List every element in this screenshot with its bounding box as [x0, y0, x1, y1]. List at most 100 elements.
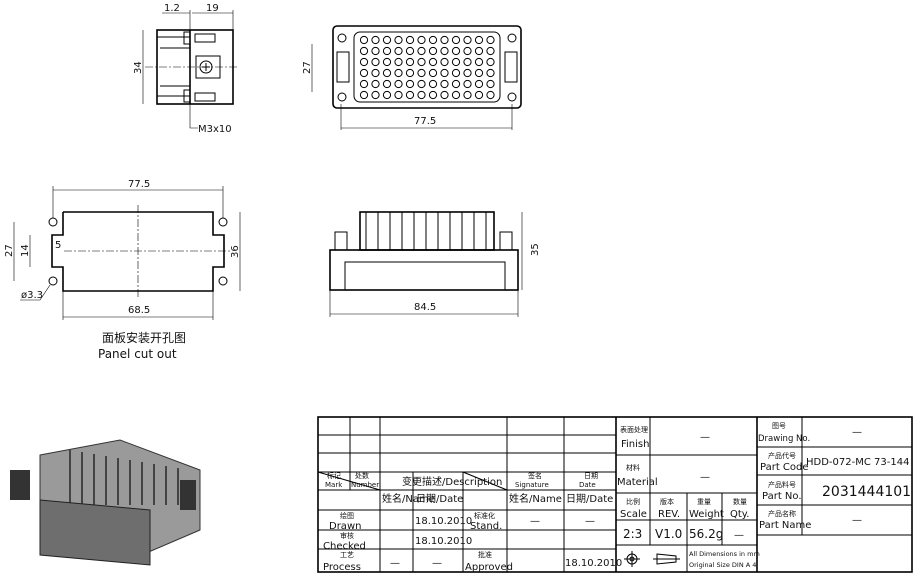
- contact-pin: [394, 79, 403, 89]
- contact-pin: [440, 57, 449, 67]
- cutout-dim-height: 36: [230, 245, 241, 258]
- contact-pin: [474, 57, 484, 67]
- contact-pin: [486, 35, 495, 45]
- title-block: 标记 Mark 处数 Number 变更描述/Description 签名 Si…: [317, 416, 913, 573]
- contact-pin: [440, 35, 449, 45]
- material-value: —: [700, 472, 710, 483]
- contact-pin: [463, 35, 472, 45]
- part-code-en: Part Code: [760, 462, 809, 473]
- weight-value: 56.2g: [689, 527, 723, 541]
- contact-pin: [428, 90, 438, 100]
- scale-cn: 比例: [626, 497, 640, 506]
- description-header: 变更描述/Description: [402, 475, 502, 488]
- contact-pin: [405, 79, 415, 89]
- checked-en: Checked: [323, 541, 366, 552]
- contact-pin: [451, 46, 461, 56]
- panel-cutout-view: 77.5 27 14 5 36 68.5 ø3.3 面板安装开孔图 Panel …: [4, 179, 241, 361]
- process-en: Process: [323, 562, 361, 573]
- drawn-date: 18.10.2010: [415, 516, 472, 527]
- material-cn: 材料: [626, 463, 640, 472]
- contact-pin: [451, 57, 461, 67]
- qty-en: Qty.: [730, 509, 749, 520]
- checked-date: 18.10.2010: [415, 536, 472, 547]
- contact-pin: [382, 57, 392, 67]
- contact-pin: [382, 79, 392, 89]
- dims-note-1: All Dimensions in mm: [689, 550, 760, 558]
- contact-pin: [474, 90, 484, 100]
- contact-pin: [417, 68, 426, 78]
- part-no-value: 2031444101: [822, 484, 911, 500]
- weight-en: Weight: [689, 509, 724, 520]
- contact-pin: [440, 79, 449, 89]
- cutout-dim-width: 68.5: [128, 305, 150, 316]
- contact-pin: [486, 46, 495, 56]
- checked-cn: 审核: [340, 531, 354, 540]
- contact-pin: [417, 35, 426, 45]
- contact-pin: [405, 90, 415, 100]
- rev-en: REV.: [658, 509, 680, 520]
- contact-pin: [463, 90, 472, 100]
- cutout-dim-hole-vertical: 27: [4, 244, 15, 257]
- contact-pin: [474, 68, 484, 78]
- top-dim-height: 35: [530, 243, 541, 256]
- drawing-no-value: —: [852, 427, 862, 438]
- stand-cn: 标准化: [474, 511, 495, 520]
- front-dim-height: 27: [302, 61, 313, 74]
- signature-cn: 签名: [528, 471, 542, 480]
- contact-pin: [359, 46, 369, 56]
- drawn-en: Drawn: [329, 521, 361, 532]
- contact-pin: [463, 68, 472, 78]
- material-en: Material: [617, 477, 658, 488]
- contact-pin: [451, 79, 461, 89]
- contact-pin: [474, 46, 484, 56]
- contact-pin: [359, 35, 369, 45]
- contact-pin: [394, 90, 403, 100]
- contact-pin: [428, 46, 438, 56]
- date-col-header-2: 日期/Date: [566, 493, 613, 505]
- contact-pin: [394, 46, 403, 56]
- contact-pin: [382, 35, 392, 45]
- contact-pin: [394, 68, 403, 78]
- process-name: —: [390, 558, 400, 569]
- part-no-en: Part No.: [762, 491, 802, 502]
- name-col-header-2: 姓名/Name: [509, 492, 562, 505]
- contact-pin: [463, 79, 472, 89]
- contact-pin: [371, 68, 380, 78]
- contact-pin: [417, 90, 426, 100]
- contact-pin: [463, 57, 472, 67]
- dim-flange: 1.2: [164, 3, 180, 14]
- screw-label: M3x10: [198, 124, 232, 135]
- part-name-en: Part Name: [759, 520, 811, 531]
- dim-depth: 19: [206, 3, 219, 14]
- contact-pin: [486, 79, 495, 89]
- caption-cn: 面板安装开孔图: [102, 330, 186, 345]
- contact-pin: [486, 90, 495, 100]
- stand-name: —: [530, 516, 540, 527]
- mark-en: Mark: [325, 481, 343, 489]
- hole-diameter: ø3.3: [21, 290, 43, 301]
- qty-value: —: [734, 530, 744, 541]
- contact-pin: [417, 46, 426, 56]
- stand-date: —: [585, 516, 595, 527]
- side-view: 1.2 19 34 M3x10: [133, 3, 238, 135]
- date-col-header: 日期/Date: [416, 493, 463, 505]
- process-date: —: [432, 558, 442, 569]
- approved-cn: 批准: [478, 550, 492, 559]
- top-dim-width: 84.5: [414, 302, 436, 313]
- front-dim-width: 77.5: [414, 116, 436, 127]
- qty-cn: 数量: [733, 497, 747, 506]
- scale-en: Scale: [620, 509, 647, 520]
- finish-value: —: [700, 432, 710, 443]
- contact-pin: [463, 46, 472, 56]
- weight-cn: 重量: [697, 498, 711, 506]
- number-cn: 处数: [355, 471, 369, 480]
- contact-pin: [486, 68, 495, 78]
- part-code-cn: 产品代号: [768, 451, 796, 460]
- contact-pin: [371, 90, 380, 100]
- finish-cn: 表面处理: [620, 425, 648, 434]
- contact-pin: [371, 46, 380, 56]
- contact-pin: [486, 57, 495, 67]
- contact-pin: [451, 90, 461, 100]
- stand-en: Stand.: [470, 521, 502, 532]
